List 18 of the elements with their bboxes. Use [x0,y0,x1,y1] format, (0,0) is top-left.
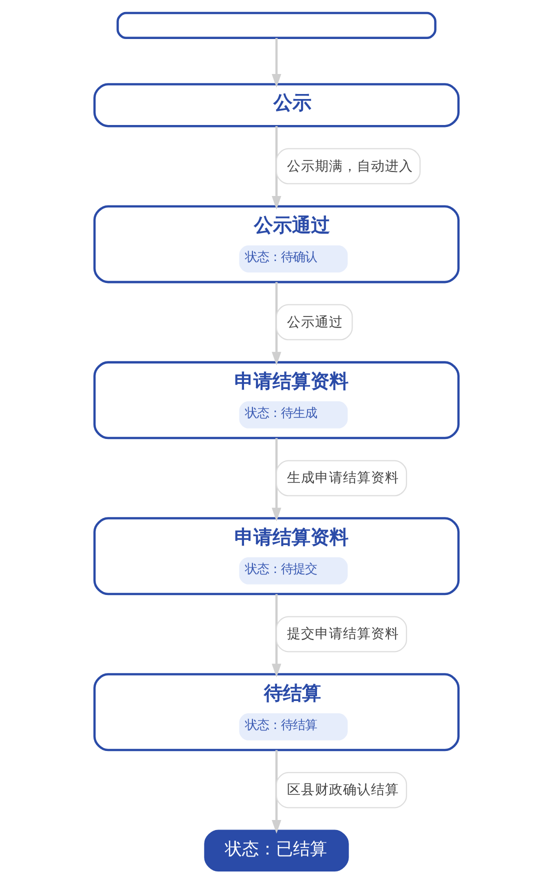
arrow [271,282,281,366]
arrow [271,126,281,210]
node-box [116,12,436,40]
arrow [271,438,281,522]
node-box: 状态：已结算 [204,830,348,872]
edge-label: 公示期满，自动进入 [286,158,413,174]
edge-label: 生成申请结算资料 [286,470,399,486]
arrow [271,594,281,678]
node-box: 公示 [92,83,460,128]
arrow [271,750,281,834]
edge-label: 区县财政确认结算 [286,782,399,798]
node-box: 待结算 状态：待结算 [92,673,460,752]
node-box: 公示通过 状态：待确认 [92,205,460,284]
node-box: 申请结算资料 状态：待提交 [92,517,460,596]
edge-label: 公示通过 [286,314,343,330]
edge-label: 提交申请结算资料 [286,626,399,642]
node-box: 申请结算资料 状态：待生成 [92,361,460,440]
arrow [271,38,281,88]
